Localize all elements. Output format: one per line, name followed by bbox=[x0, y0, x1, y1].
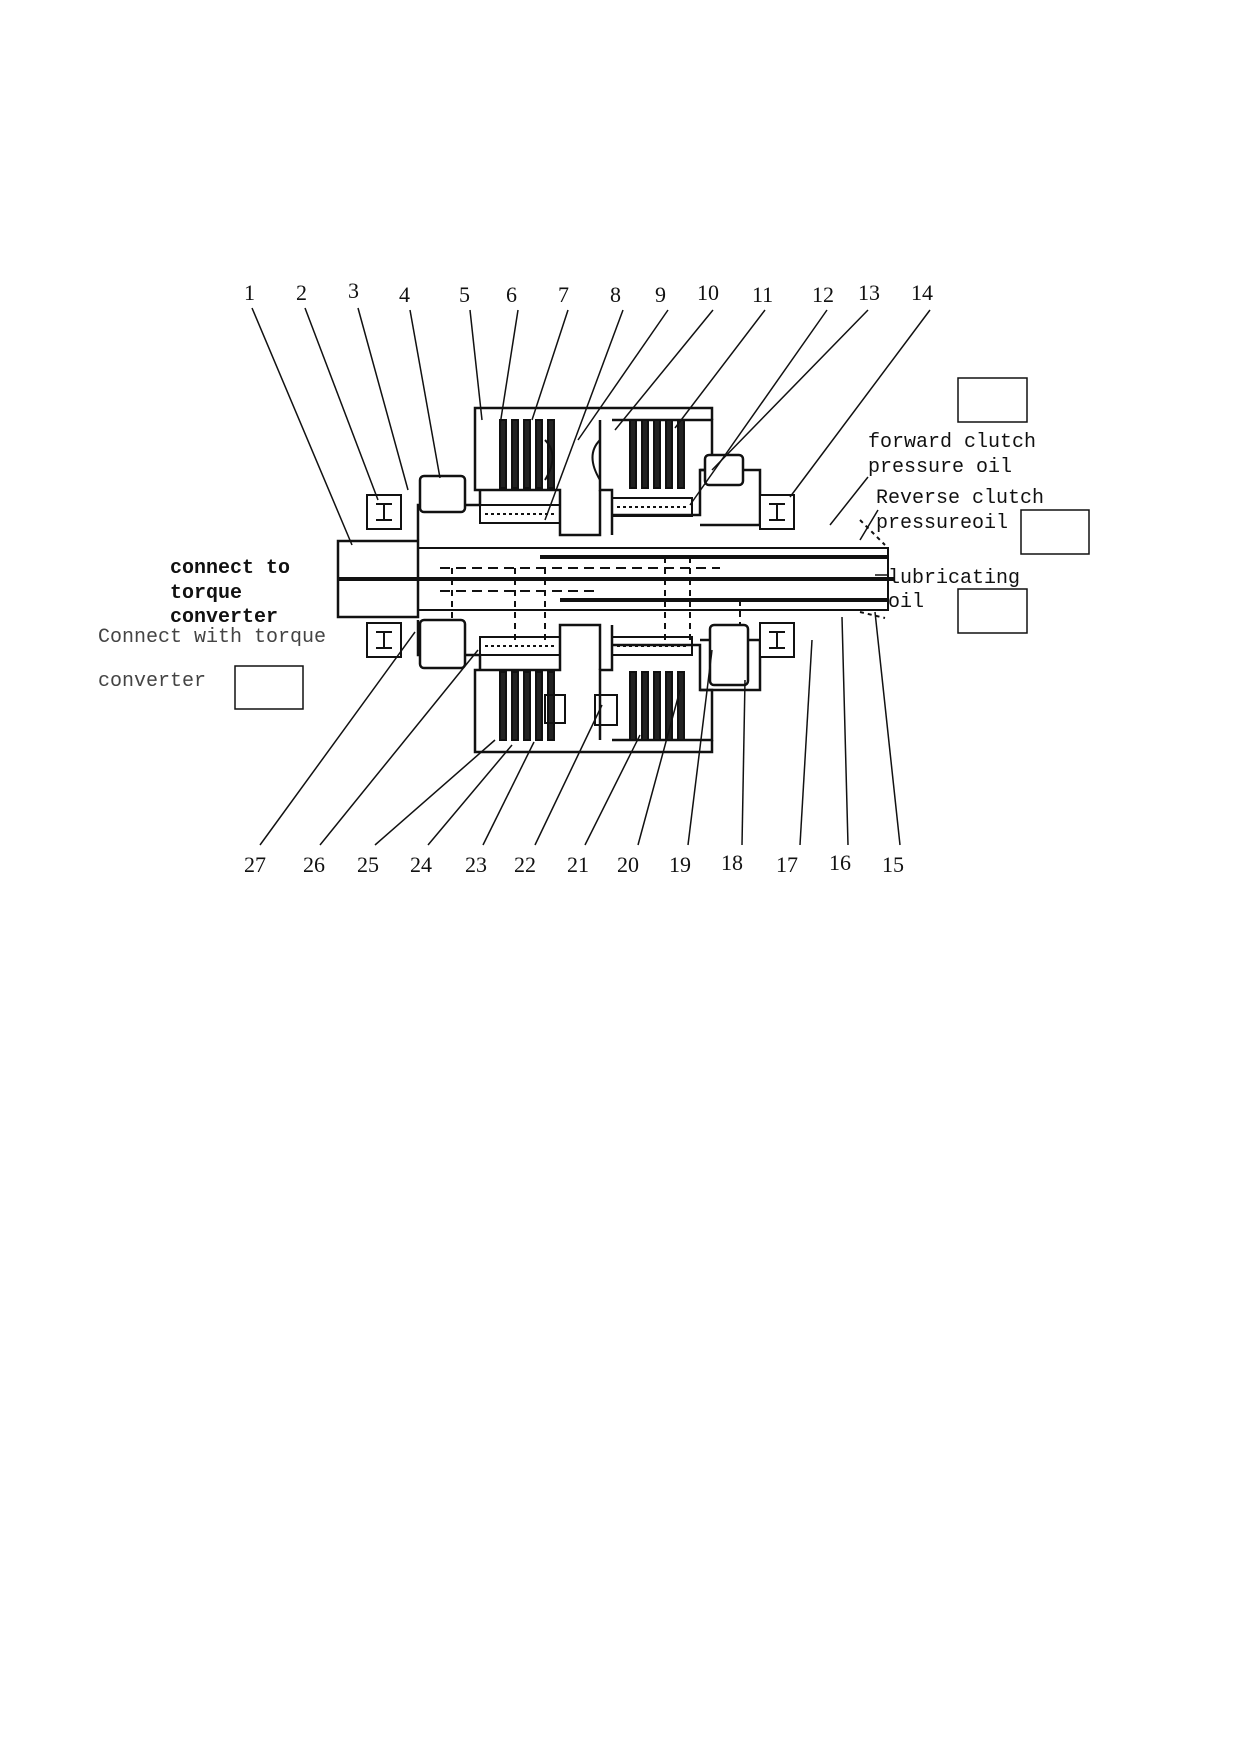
part-number-1: 1 bbox=[244, 280, 255, 305]
part-number-10: 10 bbox=[697, 280, 719, 305]
lower-right-clutch-pack bbox=[629, 671, 685, 741]
part-number-11: 11 bbox=[752, 282, 773, 307]
label-line: connect to bbox=[170, 557, 290, 580]
part-number-15: 15 bbox=[882, 852, 904, 877]
part-number-25: 25 bbox=[357, 852, 379, 877]
part-number-16: 16 bbox=[829, 850, 851, 875]
answer-box-lubricating-oil[interactable] bbox=[957, 588, 1028, 634]
part-number-21: 21 bbox=[567, 852, 589, 877]
part-number-23: 23 bbox=[465, 852, 487, 877]
part-number-22: 22 bbox=[514, 852, 536, 877]
label-line: forward clutch bbox=[868, 431, 1036, 454]
part-number-18: 18 bbox=[721, 850, 743, 875]
upper-right-clutch-pack bbox=[629, 419, 685, 489]
gears bbox=[418, 453, 750, 687]
main-shaft bbox=[336, 519, 895, 640]
part-number-17: 17 bbox=[776, 852, 798, 877]
label-line: Connect with torque bbox=[98, 626, 326, 649]
part-number-5: 5 bbox=[459, 282, 470, 307]
label-reverse-clutch-pressure-oil: Reverse clutch pressureoil bbox=[876, 487, 1090, 555]
part-number-24: 24 bbox=[410, 852, 432, 877]
answer-box-reverse-clutch[interactable] bbox=[1020, 509, 1090, 555]
label-line: lubricating bbox=[888, 567, 1020, 590]
part-number-19: 19 bbox=[669, 852, 691, 877]
part-number-13: 13 bbox=[858, 280, 880, 305]
label-connect-to-torque-converter: connect to torque converter bbox=[170, 557, 290, 629]
hub-details bbox=[479, 439, 693, 726]
part-number-20: 20 bbox=[617, 852, 639, 877]
label-lubricating-oil: lubricating oil bbox=[888, 567, 1028, 634]
label-connect-with-torque-converter: Connect with torque converter bbox=[98, 626, 326, 710]
part-number-14: 14 bbox=[911, 280, 933, 305]
leader-lines bbox=[251, 307, 931, 846]
label-line: torque bbox=[170, 582, 242, 605]
oil-passage-arrows bbox=[829, 476, 888, 576]
lower-left-clutch-pack bbox=[499, 671, 555, 741]
part-number-3: 3 bbox=[348, 278, 359, 303]
part-number-27: 27 bbox=[244, 852, 266, 877]
label-line: Reverse clutch bbox=[876, 487, 1044, 510]
part-number-2: 2 bbox=[296, 280, 307, 305]
upper-left-clutch-pack bbox=[499, 419, 555, 489]
part-number-7: 7 bbox=[558, 282, 569, 307]
part-number-12: 12 bbox=[812, 282, 834, 307]
bearings bbox=[366, 494, 795, 658]
part-number-9: 9 bbox=[655, 282, 666, 307]
label-line: oil bbox=[888, 591, 924, 614]
part-number-6: 6 bbox=[506, 282, 517, 307]
part-number-8: 8 bbox=[610, 282, 621, 307]
part-number-26: 26 bbox=[303, 852, 325, 877]
label-line: pressureoil bbox=[876, 512, 1008, 535]
answer-box-connect-with-torque-converter[interactable] bbox=[234, 665, 304, 710]
part-number-4: 4 bbox=[399, 282, 410, 307]
label-line: converter bbox=[98, 670, 206, 693]
label-line: pressure oil bbox=[868, 456, 1012, 479]
answer-box-forward-clutch[interactable] bbox=[957, 377, 1028, 423]
label-forward-clutch-pressure-oil: forward clutch pressure oil bbox=[868, 377, 1036, 479]
part-numbers-top: 1 2 3 4 5 6 7 8 9 10 11 12 13 14 bbox=[244, 278, 933, 307]
part-numbers-bottom: 27 26 25 24 23 22 21 20 19 18 17 16 15 bbox=[244, 850, 904, 877]
label-line: converter bbox=[170, 606, 278, 629]
